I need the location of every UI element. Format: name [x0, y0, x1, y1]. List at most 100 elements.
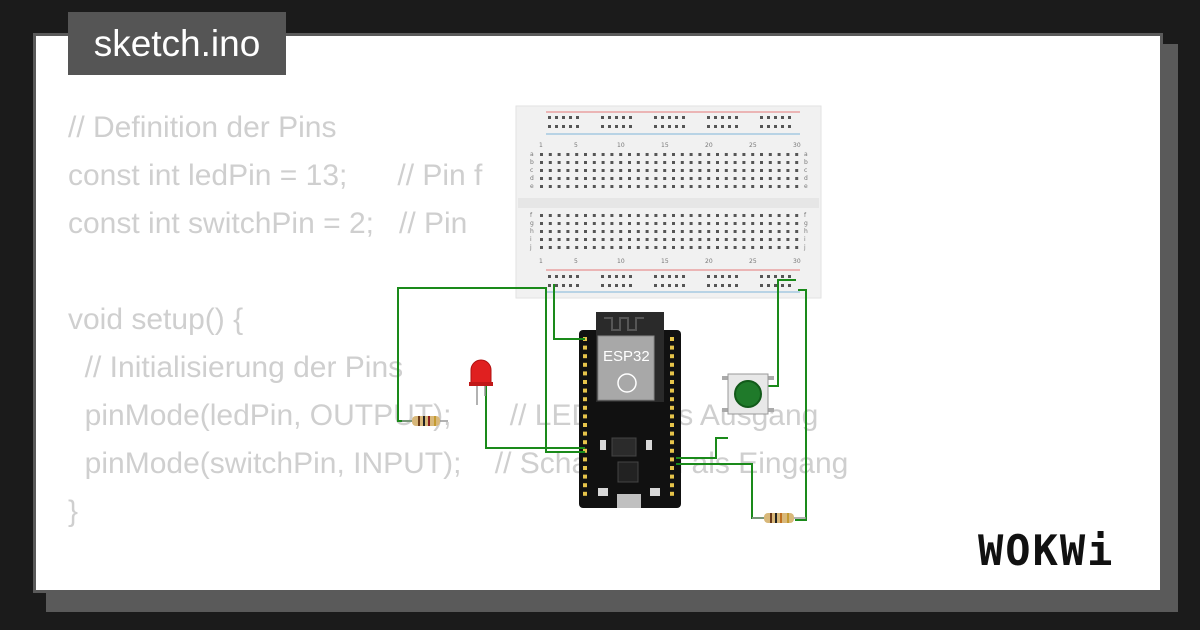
breadboard-hole — [548, 153, 552, 156]
header-pin — [670, 414, 674, 419]
esp32-board[interactable]: ESP32 — [579, 312, 681, 508]
breadboard-hole — [654, 222, 658, 225]
breadboard-hole — [636, 185, 640, 188]
breadboard-hole — [680, 246, 684, 249]
breadboard-hole — [698, 153, 702, 156]
header-pin — [583, 397, 587, 402]
column-number: 1 — [539, 142, 543, 149]
breadboard-hole — [742, 214, 746, 217]
breadboard-hole — [601, 116, 604, 119]
header-pin — [583, 440, 587, 445]
breadboard-hole — [576, 275, 579, 278]
header-pin — [670, 491, 674, 496]
breadboard-hole — [724, 161, 728, 164]
breadboard-hole — [636, 214, 640, 217]
breadboard-hole — [636, 222, 640, 225]
breadboard-hole — [733, 222, 737, 225]
breadboard-hole — [781, 125, 784, 128]
breadboard-hole — [601, 238, 605, 241]
breadboard-hole — [636, 246, 640, 249]
row-letter: d — [530, 175, 534, 182]
column-number: 20 — [705, 258, 713, 265]
breadboard-hole — [645, 153, 649, 156]
code-line: // Definition der Pins — [68, 111, 337, 144]
breadboard-hole — [751, 230, 755, 233]
breadboard-hole — [716, 230, 719, 233]
breadboard-hole — [716, 185, 719, 188]
column-number: 15 — [661, 258, 669, 265]
row-letter: h — [530, 228, 534, 235]
breadboard-hole — [795, 185, 799, 188]
breadboard-hole — [540, 222, 543, 225]
breadboard-hole — [584, 185, 587, 188]
header-pin — [583, 474, 587, 479]
header-pin — [670, 405, 674, 410]
breadboard-hole — [584, 169, 587, 172]
breadboard-hole — [645, 161, 649, 164]
file-tab[interactable]: sketch.ino — [68, 12, 286, 75]
pulldown-resistor[interactable] — [752, 513, 806, 523]
breadboard-hole — [540, 185, 543, 188]
breadboard-hole — [724, 153, 728, 156]
breadboard-hole — [615, 284, 618, 287]
row-letter: i — [530, 236, 532, 243]
column-number: 5 — [574, 142, 578, 149]
breadboard-hole — [724, 222, 728, 225]
wire-resistor-to-rail — [795, 289, 807, 521]
breadboard-hole — [724, 177, 728, 180]
header-pin — [583, 483, 587, 488]
header-pin — [670, 423, 674, 427]
header-pin — [583, 362, 587, 367]
breadboard-hole — [663, 230, 667, 233]
breadboard-hole — [628, 177, 631, 180]
breadboard-hole — [548, 169, 552, 172]
breadboard-hole — [615, 275, 618, 278]
button-cap[interactable] — [734, 380, 762, 408]
breadboard-hole — [548, 230, 552, 233]
column-number: 30 — [793, 142, 801, 149]
header-pin — [670, 345, 674, 350]
breadboard-hole — [795, 238, 799, 241]
breadboard-hole — [601, 246, 605, 249]
breadboard-hole — [760, 275, 763, 278]
breadboard-hole — [735, 125, 738, 128]
breadboard-hole — [689, 185, 693, 188]
row-letter: h — [804, 228, 808, 235]
breadboard-hole — [622, 116, 625, 119]
breadboard-hole — [788, 116, 791, 119]
header-pin — [583, 431, 587, 436]
breadboard-hole — [733, 214, 737, 217]
header-pin — [583, 457, 587, 462]
breadboard-hole — [569, 284, 572, 287]
breadboard-hole — [628, 153, 631, 156]
breadboard-hole — [795, 222, 799, 225]
breadboard-holes — [540, 116, 799, 287]
push-button[interactable] — [722, 373, 774, 415]
breadboard-hole — [728, 125, 731, 128]
row-letter: i — [804, 236, 806, 243]
breadboard-column-numbers: 1 5 10 15 20 25 30 1 5 10 15 20 25 30 — [539, 142, 801, 265]
breadboard-hole — [569, 275, 572, 278]
row-letter: j — [529, 244, 532, 251]
breadboard-hole — [608, 275, 611, 278]
breadboard-hole — [601, 230, 605, 233]
breadboard-hole — [592, 169, 596, 172]
breadboard-hole — [689, 214, 693, 217]
red-led[interactable] — [469, 359, 493, 405]
breadboard-hole — [768, 185, 772, 188]
breadboard-hole — [728, 116, 731, 119]
breadboard-hole — [724, 246, 728, 249]
header-pin — [670, 354, 674, 359]
breadboard-hole — [615, 116, 618, 119]
breadboard-hole — [629, 116, 632, 119]
breadboard-hole — [751, 169, 755, 172]
code-line: // Initialisierung der Pins — [68, 351, 404, 384]
breadboard-hole — [716, 169, 719, 172]
led-resistor[interactable] — [402, 416, 448, 426]
breadboard-hole — [733, 161, 737, 164]
breadboard-hole — [645, 246, 649, 249]
breadboard-hole — [548, 275, 551, 278]
breadboard-hole — [795, 230, 799, 233]
breadboard-hole — [548, 284, 551, 287]
breadboard-hole — [566, 230, 570, 233]
